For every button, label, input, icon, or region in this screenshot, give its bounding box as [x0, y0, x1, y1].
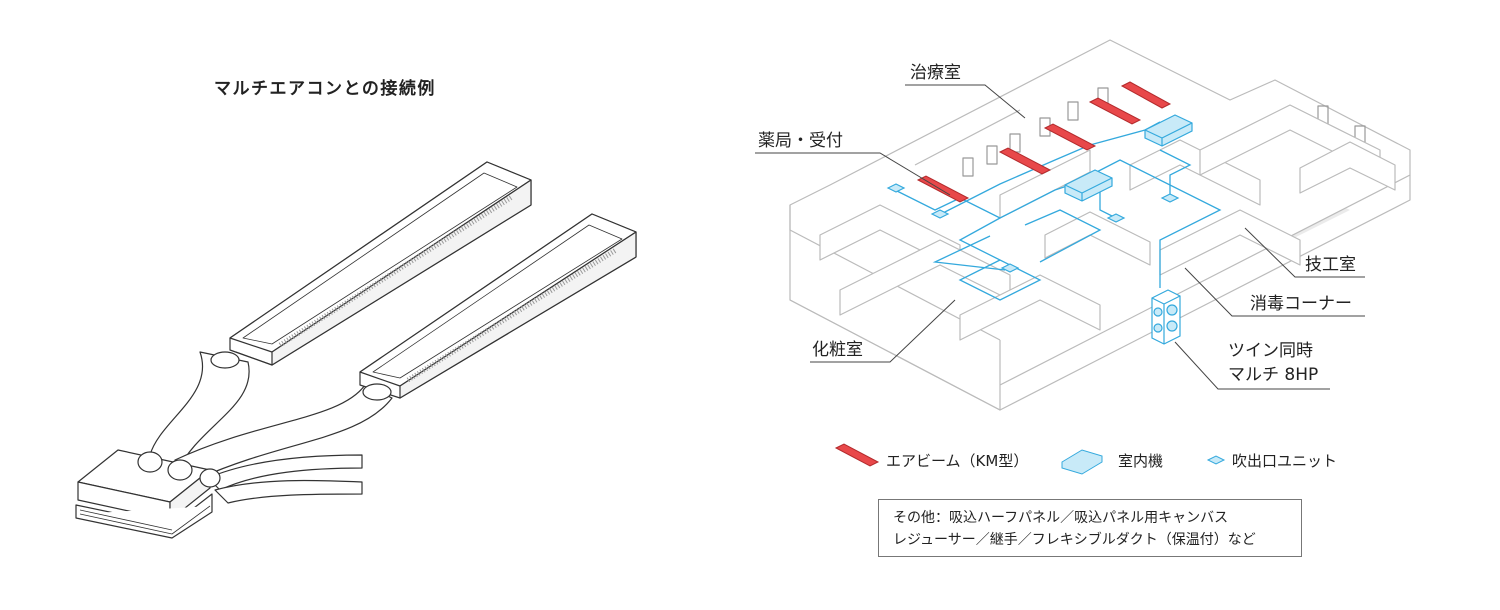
air-beam-illustration: [75, 161, 637, 539]
legend-label: 吹出口ユニット: [1232, 451, 1338, 470]
air-beams-plan: [916, 81, 1172, 203]
legend-label: 室内機: [1118, 451, 1164, 470]
outlet-units: [886, 183, 1180, 273]
label-outdoor-unit-line1: ツイン同時: [1228, 341, 1313, 361]
indoor-unit: [1064, 169, 1113, 202]
air-beam: [1043, 123, 1097, 151]
air-beam-unit-2: [359, 213, 637, 399]
indoor-units: [1064, 114, 1193, 202]
indoor-unit: [1144, 114, 1193, 147]
indoor-unit-icon: [1061, 449, 1103, 475]
air-beam: [916, 175, 970, 203]
outlet-unit: [1160, 193, 1180, 203]
outlet-unit: [886, 183, 906, 193]
legend-icons: [834, 443, 1226, 475]
legend-air-beam: エアビーム（KM型）: [886, 448, 1028, 472]
outlet-unit: [1106, 213, 1126, 223]
air-beam: [998, 147, 1052, 175]
outlet-unit: [1000, 263, 1020, 273]
outlet-unit-icon: [1206, 455, 1226, 465]
legend-indoor-unit: 室内機: [1118, 448, 1163, 472]
leader-lines: [755, 84, 1365, 390]
air-chamber: [75, 449, 221, 539]
left-title: マルチエアコンとの接続例: [214, 79, 436, 99]
note-box: その他：吸込ハーフパネル／吸込パネル用キャンバス レジューサー／継手／フレキシブ…: [878, 499, 1302, 557]
outdoor-unit: [1151, 289, 1181, 345]
label-treatment-room: 治療室: [910, 63, 961, 83]
legend-outlet-unit: 吹出口ユニット: [1232, 448, 1337, 472]
label-powder-room: 化粧室: [812, 340, 863, 360]
note-line-2: レジューサー／継手／フレキシブルダクト（保温付）など: [893, 532, 1256, 548]
label-outdoor-unit-line2: マルチ 8HP: [1228, 365, 1319, 385]
red-beam-icon: [834, 443, 880, 467]
air-beam: [1088, 97, 1142, 125]
label-pharmacy-reception: 薬局・受付: [758, 131, 843, 151]
air-beam: [1120, 81, 1172, 109]
label-lab-room: 技工室: [1305, 255, 1356, 275]
legend-label: エアビーム（KM型）: [886, 451, 1029, 470]
floor-plan: [789, 39, 1411, 411]
air-beam-unit-1: [229, 161, 532, 366]
note-line-1: その他：吸込ハーフパネル／吸込パネル用キャンバス: [893, 510, 1229, 526]
outlet-unit: [930, 209, 950, 219]
label-sterilization-corner: 消毒コーナー: [1250, 294, 1352, 314]
